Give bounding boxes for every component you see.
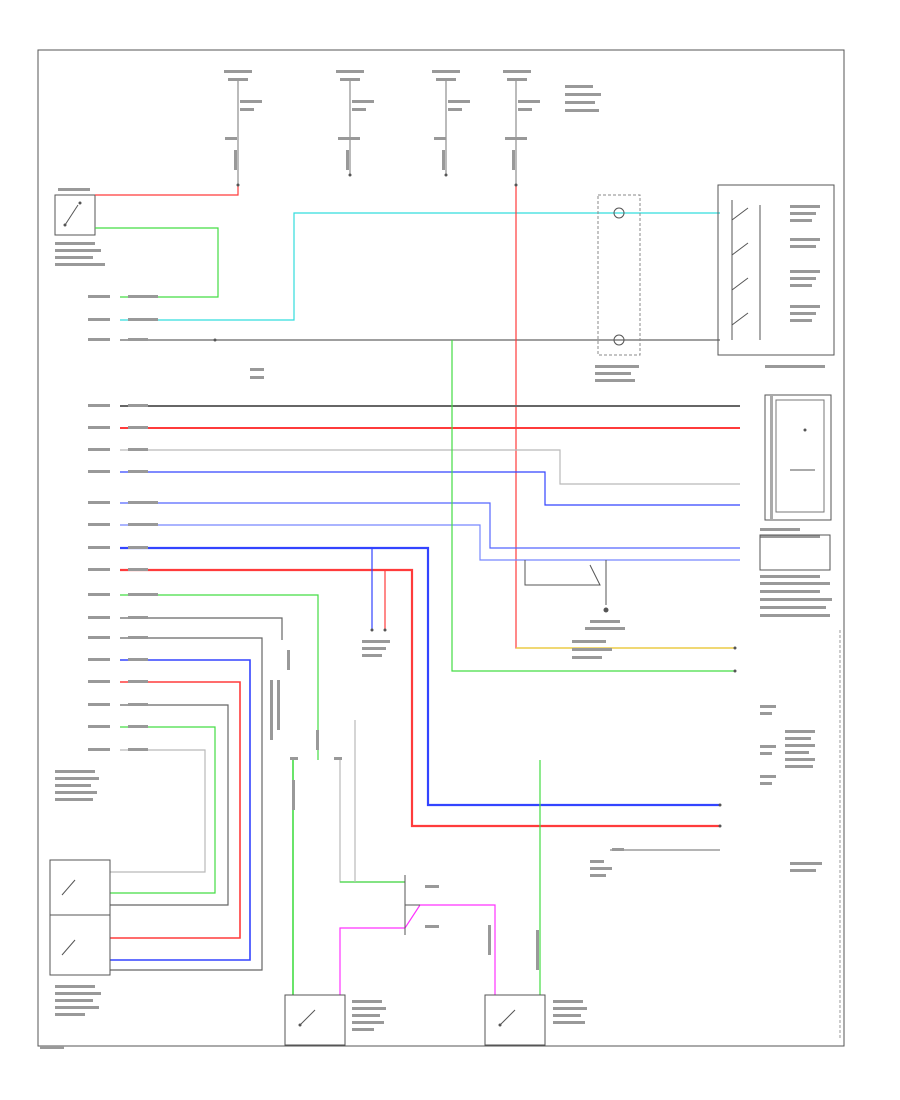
wire-gray-run-1 — [120, 617, 283, 640]
wire-red-stoplamp — [95, 185, 239, 196]
wire-blue-1 — [120, 471, 740, 506]
wire-red-h3 — [110, 681, 241, 939]
connector-dots — [213, 173, 737, 828]
wire-gray-h4 — [110, 704, 229, 906]
wire-red-thick — [120, 568, 720, 828]
accelerator-sensor — [49, 859, 111, 1016]
clutch-switch — [284, 994, 386, 1046]
wire-magenta — [339, 904, 496, 995]
fuse-stubs — [237, 80, 517, 185]
wire-light-to-relay — [339, 760, 405, 883]
cruise-control-switch — [717, 184, 835, 368]
ground-symbol — [524, 560, 625, 630]
wire-cyan-main — [120, 212, 720, 321]
wire-red-vertical — [515, 185, 735, 649]
wire-green-light — [451, 340, 735, 672]
right-ecm-block — [760, 630, 841, 1040]
ecm-label — [55, 770, 99, 801]
wire-green-brake — [95, 227, 219, 298]
wire-blue-2 — [120, 502, 740, 549]
wires — [95, 185, 740, 995]
wire-light-1 — [120, 449, 740, 485]
fuse-stub-labels — [224, 70, 601, 170]
wire-blue-thick — [120, 546, 720, 807]
combination-switch — [595, 194, 641, 382]
park-neutral-switch — [484, 994, 587, 1046]
stop-lamp-switch — [54, 188, 105, 266]
wire-light-h6 — [110, 749, 206, 873]
wire-blue-h2 — [110, 659, 251, 961]
ecm-pin-labels — [88, 295, 158, 751]
wire-blue-3 — [120, 524, 740, 561]
relay — [404, 875, 439, 935]
wire-green-long — [120, 594, 319, 760]
wire-green-h5 — [110, 726, 216, 894]
connector-labels — [40, 368, 624, 1049]
diagram-border — [37, 49, 845, 1047]
throttle-actuator — [759, 394, 832, 617]
wire-gray-h1 — [110, 637, 263, 971]
